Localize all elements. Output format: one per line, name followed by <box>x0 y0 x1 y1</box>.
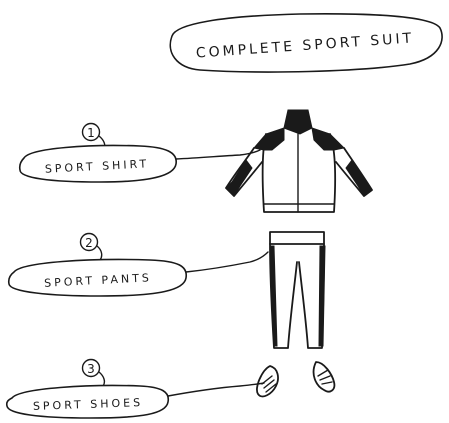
leader-line-pants <box>186 252 268 272</box>
item-number-1: 1 <box>87 126 95 140</box>
callout-sport-shirt: 1 SPORT SHIRT <box>20 124 260 183</box>
callout-sport-pants: 2 SPORT PANTS <box>9 234 268 297</box>
pants-icon <box>270 232 325 348</box>
title-bubble: COMPLETE SPORT SUIT <box>170 14 442 72</box>
item-number-2: 2 <box>85 236 93 250</box>
item-number-3: 3 <box>87 362 95 376</box>
callout-sport-shoes: 3 SPORT SHOES <box>7 360 264 419</box>
leader-line-shoes <box>168 383 264 396</box>
jacket-icon <box>226 110 372 212</box>
shoes-icon <box>257 362 334 396</box>
